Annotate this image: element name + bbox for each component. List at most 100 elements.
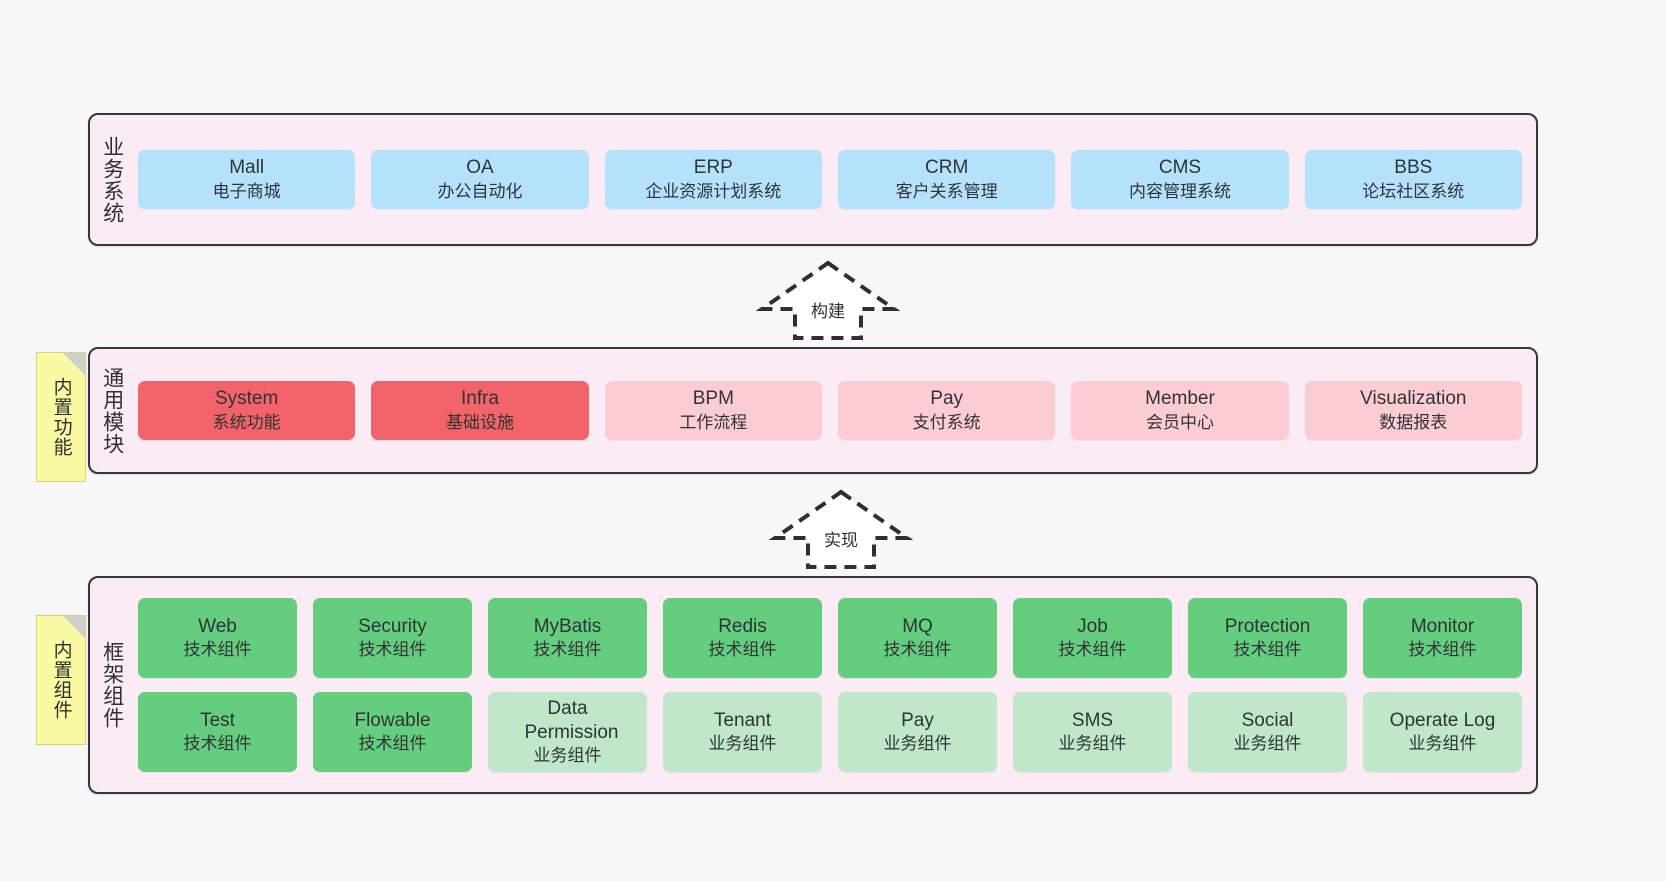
box-tenant[interactable]: Tenant 业务组件 xyxy=(663,692,822,772)
layer-title-business-systems: 业务系统 xyxy=(100,135,124,224)
box-title: Visualization xyxy=(1360,388,1467,410)
framework-components-row-technical: Web 技术组件 Security 技术组件 MyBatis 技术组件 Redi… xyxy=(138,598,1522,678)
layer-body-common-modules: System 系统功能 Infra 基础设施 BPM 工作流程 Pay 支付系统… xyxy=(134,349,1536,472)
box-subtitle: 业务组件 xyxy=(1058,734,1127,754)
layer-common-modules: 通用模块 System 系统功能 Infra 基础设施 BPM 工作流程 Pay… xyxy=(88,347,1538,474)
box-data-permission[interactable]: Data Permission 业务组件 xyxy=(488,692,647,772)
box-title: Social xyxy=(1241,709,1294,731)
box-title: Monitor xyxy=(1410,615,1475,637)
box-system[interactable]: System 系统功能 xyxy=(138,381,356,440)
box-title: OA xyxy=(466,157,494,179)
box-title: Test xyxy=(200,709,235,731)
box-subtitle: 论坛社区系统 xyxy=(1362,181,1465,201)
box-redis[interactable]: Redis 技术组件 xyxy=(663,598,822,678)
box-operate-log[interactable]: Operate Log 业务组件 xyxy=(1363,692,1522,772)
note-fold-corner xyxy=(63,616,85,638)
box-subtitle: 会员中心 xyxy=(1145,412,1214,432)
box-subtitle: 企业资源计划系统 xyxy=(645,181,782,201)
box-title: CMS xyxy=(1158,157,1202,179)
box-visualization[interactable]: Visualization 数据报表 xyxy=(1304,381,1522,440)
box-flowable[interactable]: Flowable 技术组件 xyxy=(313,692,472,772)
box-web[interactable]: Web 技术组件 xyxy=(138,598,297,678)
box-title: Pay xyxy=(930,388,964,410)
box-subtitle: 技术组件 xyxy=(1233,640,1302,660)
box-subtitle: 数据报表 xyxy=(1379,412,1448,432)
box-infra[interactable]: Infra 基础设施 xyxy=(371,381,589,440)
box-title: Pay xyxy=(901,709,934,731)
layer-framework-components: 框架组件 Web 技术组件 Security 技术组件 MyBatis 技术组件… xyxy=(88,576,1538,794)
box-title: SMS xyxy=(1071,709,1114,731)
box-mybatis[interactable]: MyBatis 技术组件 xyxy=(488,598,647,678)
box-subtitle: 客户关系管理 xyxy=(895,181,998,201)
layer-title-framework-components: 框架组件 xyxy=(100,641,124,729)
connector-implement-label: 实现 xyxy=(824,531,858,550)
note-builtin-features: 内置功能 xyxy=(36,352,86,482)
connector-build: 构建 xyxy=(755,259,901,341)
box-erp[interactable]: ERP 企业资源计划系统 xyxy=(604,150,822,209)
box-subtitle: 技术组件 xyxy=(708,640,777,660)
box-subtitle: 内容管理系统 xyxy=(1128,181,1231,201)
box-subtitle: 基础设施 xyxy=(445,412,514,432)
box-title: System xyxy=(214,388,279,410)
box-mq[interactable]: MQ 技术组件 xyxy=(838,598,997,678)
box-subtitle: 系统功能 xyxy=(212,412,281,432)
box-title: Protection xyxy=(1224,615,1311,637)
box-title: Job xyxy=(1077,615,1108,637)
box-subtitle: 业务组件 xyxy=(1233,734,1302,754)
note-label: 内置组件 xyxy=(50,640,72,720)
layer-title-common-modules: 通用模块 xyxy=(100,366,124,455)
box-test[interactable]: Test 技术组件 xyxy=(138,692,297,772)
box-title: BPM xyxy=(692,388,734,410)
box-protection[interactable]: Protection 技术组件 xyxy=(1188,598,1347,678)
box-cms[interactable]: CMS 内容管理系统 xyxy=(1071,150,1289,209)
note-fold-corner xyxy=(63,353,85,375)
box-subtitle: 技术组件 xyxy=(183,640,252,660)
box-subtitle: 办公自动化 xyxy=(437,181,523,201)
note-label: 内置功能 xyxy=(50,377,72,457)
connector-build-label: 构建 xyxy=(811,302,845,321)
box-subtitle: 业务组件 xyxy=(883,734,952,754)
framework-components-row-business: Test 技术组件 Flowable 技术组件 Data Permission … xyxy=(138,692,1522,772)
box-subtitle: 技术组件 xyxy=(1058,640,1127,660)
box-title: CRM xyxy=(925,157,969,179)
box-subtitle: 工作流程 xyxy=(679,412,748,432)
box-bpm[interactable]: BPM 工作流程 xyxy=(604,381,822,440)
box-subtitle: 技术组件 xyxy=(883,640,952,660)
box-title: Data Permission xyxy=(524,697,619,744)
box-title: Security xyxy=(358,615,427,637)
box-title: Tenant xyxy=(713,709,772,731)
note-builtin-components: 内置组件 xyxy=(36,615,86,745)
box-security[interactable]: Security 技术组件 xyxy=(313,598,472,678)
box-pay-module[interactable]: Pay 支付系统 xyxy=(837,381,1056,440)
box-title: Member xyxy=(1145,388,1215,410)
box-pay-component[interactable]: Pay 业务组件 xyxy=(838,692,997,772)
box-social[interactable]: Social 业务组件 xyxy=(1188,692,1347,772)
box-member[interactable]: Member 会员中心 xyxy=(1071,381,1289,440)
box-title: MyBatis xyxy=(533,615,602,637)
box-subtitle: 技术组件 xyxy=(1408,640,1477,660)
box-sms[interactable]: SMS 业务组件 xyxy=(1013,692,1172,772)
box-crm[interactable]: CRM 客户关系管理 xyxy=(837,150,1056,209)
layer-body-business-systems: Mall 电子商城 OA 办公自动化 ERP 企业资源计划系统 CRM 客户关系… xyxy=(134,115,1536,244)
box-title: Web xyxy=(198,615,237,637)
box-monitor[interactable]: Monitor 技术组件 xyxy=(1363,598,1522,678)
box-title: MQ xyxy=(902,615,933,637)
connector-implement: 实现 xyxy=(768,488,914,570)
box-title: Infra xyxy=(460,388,499,410)
box-subtitle: 业务组件 xyxy=(708,734,777,754)
box-subtitle: 技术组件 xyxy=(358,640,427,660)
box-title: BBS xyxy=(1394,157,1433,179)
box-title: Redis xyxy=(718,615,767,637)
box-bbs[interactable]: BBS 论坛社区系统 xyxy=(1304,150,1522,209)
box-subtitle: 支付系统 xyxy=(912,412,981,432)
box-subtitle: 电子商城 xyxy=(212,181,281,201)
box-title: Operate Log xyxy=(1389,709,1496,731)
box-title: Flowable xyxy=(354,709,431,731)
box-oa[interactable]: OA 办公自动化 xyxy=(371,150,589,209)
box-title: ERP xyxy=(693,157,733,179)
layer-business-systems: 业务系统 Mall 电子商城 OA 办公自动化 ERP 企业资源计划系统 CRM… xyxy=(88,113,1538,246)
box-title: Mall xyxy=(229,157,265,179)
box-mall[interactable]: Mall 电子商城 xyxy=(138,150,356,209)
box-job[interactable]: Job 技术组件 xyxy=(1013,598,1172,678)
